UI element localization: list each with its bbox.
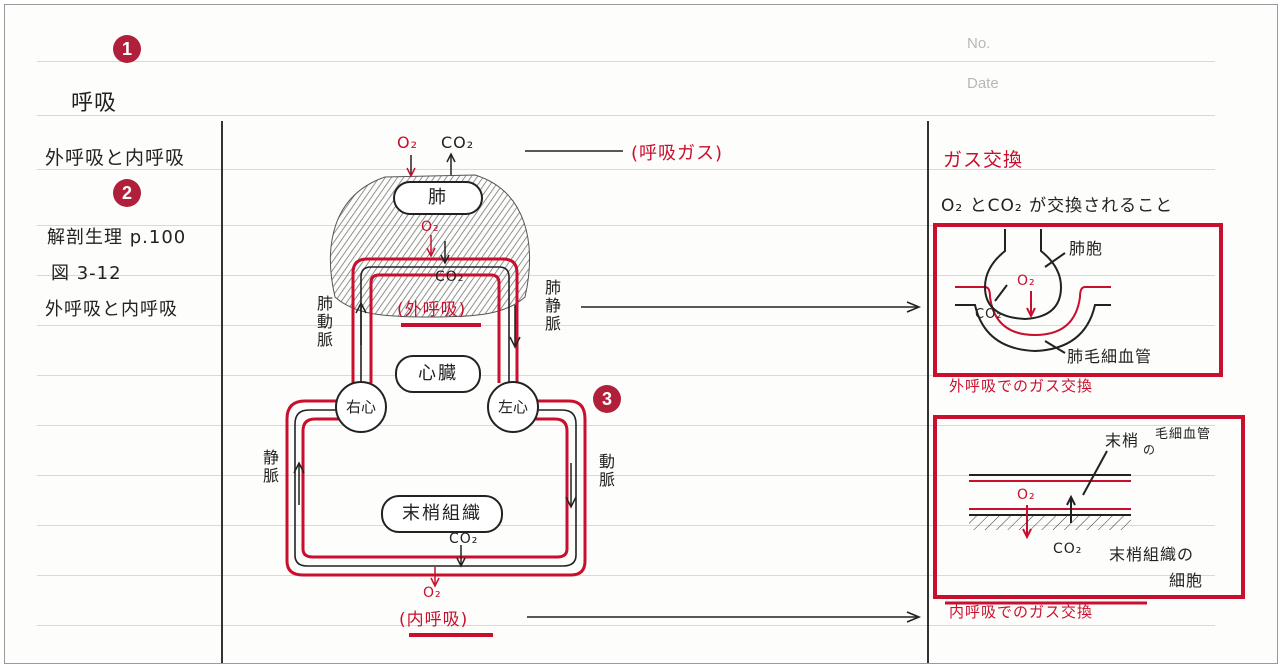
badge-1: 1	[113, 35, 141, 63]
pulmonary-artery-label: 肺動脈	[314, 295, 333, 349]
notebook-page: No. Date 1 2 3 呼吸 外呼吸と内呼吸 解剖生理 p.100 図 3…	[4, 4, 1278, 664]
artery-label: 動脈	[596, 453, 615, 489]
tissue-cell-label-b: 細胞	[1169, 571, 1204, 590]
page-title: 呼吸	[71, 91, 118, 116]
ruled-line	[37, 575, 1215, 576]
systemic-loop-outer	[285, 399, 587, 577]
ruled-line	[37, 275, 1215, 276]
top-co2: CO₂	[441, 133, 475, 152]
right-column-divider	[927, 121, 929, 663]
tissue-o2: O₂	[423, 585, 442, 601]
ruled-line	[37, 169, 1215, 170]
external-exchange-box	[933, 223, 1223, 377]
no-label: No.	[967, 35, 991, 52]
date-label: Date	[967, 75, 999, 92]
tissue-node: 末梢組織	[381, 495, 503, 533]
ruled-line	[37, 115, 1215, 116]
alveolus-label: 肺胞	[1069, 239, 1104, 258]
lung-o2: O₂	[421, 219, 440, 235]
box1-o2: O₂	[1017, 273, 1036, 289]
tissue-cell-label-a: 末梢組織の	[1109, 545, 1195, 564]
badge-2: 2	[113, 179, 141, 207]
box2-o2: O₂	[1017, 487, 1036, 503]
circulation-diagram	[285, 150, 1245, 637]
internal-exchange-box	[933, 415, 1245, 599]
lung-node: 肺	[393, 181, 483, 215]
ruled-line	[37, 475, 1215, 476]
lung-co2: CO₂	[435, 269, 465, 285]
ruled-line	[37, 425, 1215, 426]
lungs-shading	[329, 174, 531, 318]
ruled-line	[37, 225, 1215, 226]
alveolus-outline	[983, 229, 1063, 321]
left-column-divider	[221, 121, 223, 663]
ruled-line	[37, 325, 1215, 326]
external-resp-label: (外呼吸)	[397, 300, 467, 320]
ruled-line	[37, 625, 1215, 626]
peripheral-capillary-label-c: 毛細血管	[1155, 427, 1212, 442]
tissue-co2: CO₂	[449, 531, 479, 547]
systemic-loop-black	[294, 409, 577, 567]
reference-book: 解剖生理 p.100	[47, 227, 187, 248]
gas-exchange-heading: ガス交換	[943, 149, 1024, 171]
peripheral-capillary-label-b: の	[1143, 443, 1157, 457]
pulmonary-loop-outer	[351, 257, 519, 395]
systemic-loop-inner	[301, 417, 569, 559]
pulmonary-vein-label: 肺静脈	[542, 279, 561, 333]
box2-caption: 内呼吸でのガス交換	[949, 603, 1094, 621]
right-heart-node: 右心	[335, 381, 387, 433]
box2-co2: CO₂	[1053, 541, 1083, 557]
subtitle: 外呼吸と内呼吸	[45, 147, 186, 169]
gas-exchange-intro: O₂ とCO₂ が交換されること	[941, 196, 1174, 216]
internal-resp-label: (内呼吸)	[399, 610, 469, 630]
pulmonary-capillary-label: 肺毛細血管	[1067, 347, 1153, 366]
left-heart-node: 左心	[487, 381, 539, 433]
box1-co2: CO₂	[975, 307, 1003, 322]
pulmonary-loop-black	[360, 266, 510, 389]
vein-label: 静脈	[260, 449, 279, 485]
ruled-line	[37, 61, 1215, 62]
reference-figure: 図 3-12	[51, 263, 122, 284]
heart-node: 心臓	[395, 355, 481, 393]
top-o2: O₂	[397, 133, 419, 152]
box1-caption: 外呼吸でのガス交換	[949, 377, 1094, 395]
peripheral-capillary-label-a: 末梢	[1105, 431, 1140, 450]
gas-label: (呼吸ガス)	[631, 143, 724, 164]
ruled-line	[37, 525, 1215, 526]
pulmonary-loop-inner	[369, 273, 501, 383]
reference-title: 外呼吸と内呼吸	[45, 299, 178, 320]
badge-3: 3	[593, 385, 621, 413]
ruled-line	[37, 375, 1215, 376]
